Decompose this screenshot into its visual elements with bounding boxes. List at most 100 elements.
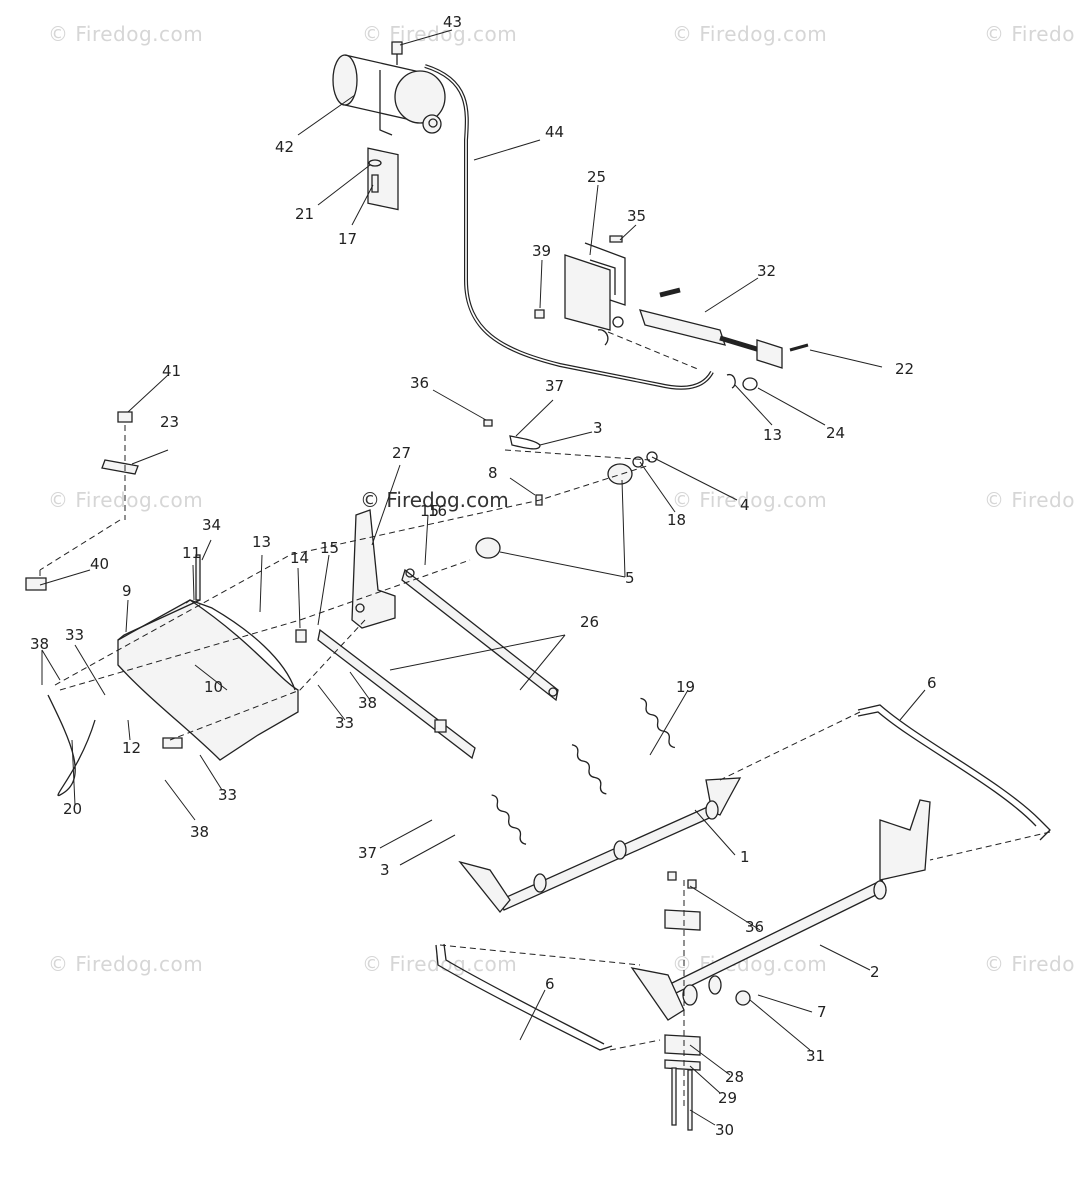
plate-bolt	[195, 554, 201, 601]
wire	[47, 694, 96, 797]
hydraulic-hose	[424, 64, 714, 390]
callout-label: 6	[545, 975, 555, 993]
callout-label: 38	[190, 823, 209, 841]
switch	[25, 577, 47, 591]
watermark: © Firedog.com	[672, 488, 828, 512]
watermark: © Firedog.com	[48, 22, 204, 46]
callout-label: 39	[532, 242, 551, 260]
callout-label: 26	[580, 613, 599, 631]
washer	[742, 377, 758, 391]
callout-label: 32	[757, 262, 776, 280]
side-plates	[117, 599, 299, 761]
actuator-motor	[332, 54, 446, 211]
pin	[789, 343, 809, 352]
callout-label: 37	[358, 844, 377, 862]
leader-lines	[39, 29, 926, 1126]
callout-label: 17	[338, 230, 357, 248]
springs	[491, 697, 676, 845]
rod	[443, 943, 605, 1045]
clip	[597, 329, 609, 346]
cylinder-bracket	[564, 242, 626, 331]
lift-shaft	[458, 777, 742, 914]
callout-label: 34	[202, 516, 221, 534]
washer	[735, 990, 751, 1006]
callout-label: 23	[160, 413, 179, 431]
callout-label: 11	[182, 544, 201, 562]
callout-label: 36	[745, 918, 764, 936]
callout-label: 6	[927, 674, 937, 692]
washer	[368, 159, 382, 167]
callout-label: 41	[162, 362, 181, 380]
callout-label: 2	[870, 963, 880, 981]
callout-label: 42	[275, 138, 294, 156]
callout-label: 22	[895, 360, 914, 378]
callout-label: 33	[335, 714, 354, 732]
watermark: © Firedo	[984, 22, 1075, 46]
callout-label: 4	[740, 496, 750, 514]
bolt	[687, 1069, 693, 1131]
callout-label: 19	[676, 678, 695, 696]
rod	[857, 711, 1037, 827]
callout-label: 21	[295, 205, 314, 223]
callout-label: 7	[817, 1003, 827, 1021]
bolt	[434, 719, 447, 733]
nut	[667, 871, 677, 881]
watermark: © Firedog.com	[48, 952, 204, 976]
callout-label: 25	[587, 168, 606, 186]
callout-label: 1	[740, 848, 750, 866]
callout-label: 18	[667, 511, 686, 529]
nut	[534, 309, 545, 319]
callout-label: 38	[30, 635, 49, 653]
clamp-block	[664, 909, 701, 931]
callout-label: 43	[443, 13, 462, 31]
callout-label: 15	[320, 539, 339, 557]
bushing	[475, 537, 501, 559]
bolt	[162, 737, 183, 749]
callout-label: 27	[392, 444, 411, 462]
bolt	[609, 235, 623, 243]
bolt	[671, 1067, 677, 1126]
callout-label: 36	[410, 374, 429, 392]
callout-label: 3	[380, 861, 390, 879]
callout-label: 12	[122, 739, 141, 757]
callout-label: 3	[593, 419, 603, 437]
watermark: © Firedog.com	[672, 22, 828, 46]
callout-label: 5	[625, 569, 635, 587]
callout-label: 10	[204, 678, 223, 696]
clamp-block	[664, 1034, 701, 1056]
callout-label: 38	[358, 694, 377, 712]
washer	[632, 456, 644, 468]
callout-label: 20	[63, 800, 82, 818]
rod	[857, 704, 1051, 841]
callout-label: 8	[488, 464, 498, 482]
callout-numbers: 1 2 3 3 4 5 6 6 7 8 9 10 11 12 13 13 14 …	[30, 13, 937, 1139]
callout-label: 44	[545, 123, 564, 141]
callout-label: 30	[715, 1121, 734, 1139]
callout-label: 35	[627, 207, 646, 225]
washer	[646, 451, 658, 463]
nut	[117, 411, 133, 423]
plate	[101, 459, 139, 475]
callout-label: 24	[826, 424, 845, 442]
callout-label: 29	[718, 1089, 737, 1107]
callout-label: 28	[725, 1068, 744, 1086]
nut	[483, 419, 493, 427]
callout-label: 13	[763, 426, 782, 444]
callout-label: 33	[65, 626, 84, 644]
callout-label: 37	[545, 377, 564, 395]
callout-label: 40	[90, 555, 109, 573]
hydraulic-cylinder	[639, 287, 783, 369]
callout-label: 15	[420, 502, 439, 520]
screw	[371, 174, 379, 193]
callout-label: 14	[290, 549, 309, 567]
watermark: © Firedog.com	[362, 952, 518, 976]
callout-label: 9	[122, 582, 132, 600]
callout-label: 33	[218, 786, 237, 804]
callout-label: 31	[806, 1047, 825, 1065]
watermark: © Firedo	[984, 952, 1075, 976]
bolt	[295, 629, 307, 643]
hose-fitting	[391, 41, 403, 65]
callout-label: 13	[252, 533, 271, 551]
